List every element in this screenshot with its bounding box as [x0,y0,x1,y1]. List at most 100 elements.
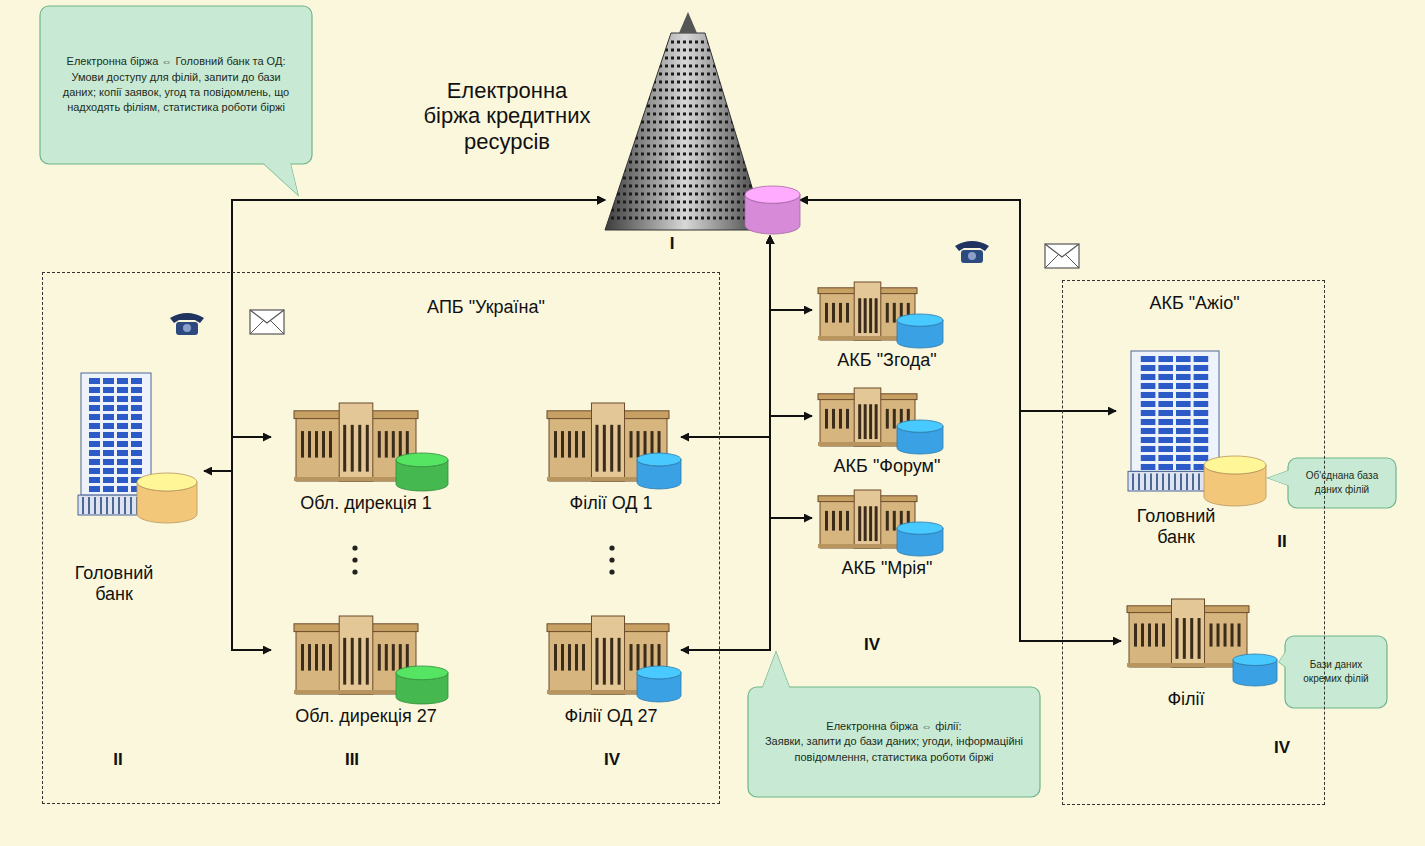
database-top [897,314,943,326]
bank-window [1141,623,1144,646]
bank-window [1217,623,1220,646]
tower-window [117,441,128,447]
tower-base-stripe [1156,473,1158,490]
bank-office: Філії [1121,599,1286,714]
phone-base [176,322,198,335]
tower-window [1194,437,1209,443]
tower-base-stripe [1150,473,1152,490]
ellipsis-dot [609,557,614,562]
tower-base-stripe [1174,473,1176,490]
envelope-flap [1045,244,1079,257]
tower-window [117,423,128,429]
bank-column [595,425,598,472]
bank-column [618,638,621,685]
tower-window [103,459,114,465]
tower-window [1141,401,1156,407]
exchange-window-row [605,97,765,100]
bank-column [858,404,861,439]
bank-office: Філії ОД 27 [541,616,681,731]
tower-base-stripe [82,497,84,514]
bank-column [875,506,878,541]
tower-window [1176,374,1191,380]
tower-window [1141,383,1156,389]
building-icon [1116,351,1276,591]
bank-window [825,511,828,531]
bank-column [351,425,354,472]
bank-window [554,644,557,671]
exchange-window-row [605,153,765,156]
exchange-window-row [605,81,765,84]
exchange-window-row [605,113,765,116]
bank-window [846,511,849,531]
roman-numeral: IV [592,749,632,771]
exchange-window-row [605,41,765,44]
tower-window [103,450,114,456]
exchange-window-row [605,129,765,132]
node-label: Обл. дирекція 27 [271,706,461,727]
tower-window [1141,365,1156,371]
tower-window [1194,383,1209,389]
tower-window [1176,464,1191,470]
node-label: Головний банк [59,563,169,604]
node-label: АКБ "Форум" [812,456,962,477]
bank-window [301,431,304,458]
tower-window [103,414,114,420]
callout-body: Заявки, запити до бази даних; угоди, інф… [762,734,1026,765]
tower-window [131,387,142,393]
exchange-window-row [605,137,765,140]
tower-body [81,373,151,495]
ellipsis-dot [352,545,357,550]
tower-window [117,450,128,456]
tower-window [1194,446,1209,452]
bank-column [864,404,867,439]
bank-window [392,431,395,458]
tower-base-stripe [106,497,108,514]
envelope-fold [1066,255,1079,268]
envelope-fold [271,321,284,334]
tower-window [1158,419,1173,425]
bank-portico [854,282,881,340]
building-icon [541,616,681,846]
exchange-window-row [605,177,765,180]
bank-window [630,431,633,458]
bank-window [308,431,311,458]
node-label: Філії [1121,689,1251,710]
bank-column [603,425,606,472]
note-callout: Об'єднана база даних філій [1288,458,1396,508]
tower-window [1141,464,1156,470]
tower-base-stripe [1144,473,1146,490]
tower-window [131,396,142,402]
tower-window [1158,374,1173,380]
database-top [1233,654,1277,666]
envelope-fold [1045,255,1058,268]
bank-column [1183,618,1186,659]
ellipsis-dot [352,557,357,562]
link-connector [800,200,1116,411]
node-label: Електронна біржа кредитних ресурсів [423,78,591,154]
database-top [897,522,943,534]
bank-window [886,303,889,323]
bank-column [869,298,872,333]
tower-window [117,405,128,411]
envelope-flap [250,310,284,323]
bank-window [1148,623,1151,646]
roman-numeral: IV [852,634,892,656]
callout-shape [1285,636,1387,708]
link-connector [800,200,1121,641]
bank-column [358,425,361,472]
tower-window [103,423,114,429]
database-top [637,666,681,679]
database-top [396,666,448,680]
bank-portico [339,403,373,481]
tower-window [1141,428,1156,434]
bank-column [869,506,872,541]
exchange-window-row [605,57,765,60]
bank-window [839,409,842,429]
bank-window [575,431,578,458]
tower-window [89,387,100,393]
tower-window [131,468,142,474]
callout-shape [1288,458,1396,508]
bank-window [315,644,318,671]
bank-column [869,404,872,439]
bank-window [825,303,828,323]
